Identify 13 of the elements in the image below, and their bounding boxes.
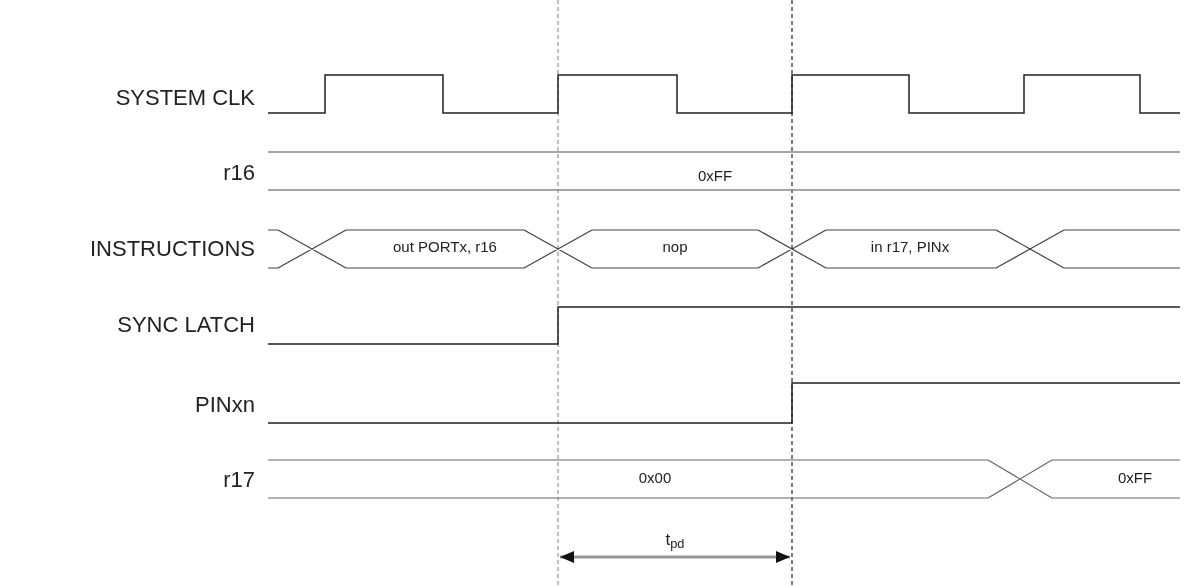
timing-label: t$_{pd}$ xyxy=(665,529,685,551)
signal-name: r16 xyxy=(223,159,255,187)
signal-value: out PORTx, r16 xyxy=(393,238,497,257)
signal-name: SYNC LATCH xyxy=(117,311,255,339)
signal-name: PINxn xyxy=(195,391,255,419)
signal-value: 0xFF xyxy=(1117,469,1153,488)
signal-value: 0xFF xyxy=(697,167,733,186)
signal-name: SYSTEM CLK xyxy=(115,84,255,112)
signal-name: INSTRUCTIONS xyxy=(90,235,255,263)
signal-value: nop xyxy=(662,238,688,257)
signal-name: r17 xyxy=(223,466,255,494)
signal-value: in r17, PINx xyxy=(870,238,950,257)
signal-value: 0x00 xyxy=(638,469,672,488)
